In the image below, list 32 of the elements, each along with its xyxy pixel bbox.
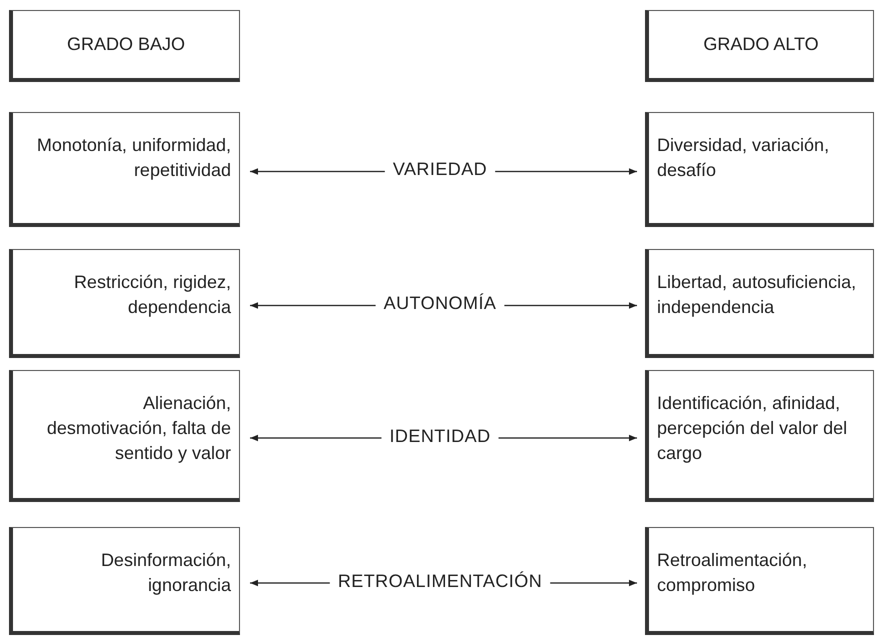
description-text: Retroalimentación, compromiso [657,549,808,598]
arrow [504,302,637,309]
description-text: Desinformación, ignorancia [100,549,231,598]
description-box [645,112,874,227]
arrow [495,168,637,175]
dimension-label: IDENTIDAD [389,424,491,448]
dimension-label: AUTONOMÍA [384,292,496,315]
description-box [645,249,874,358]
description-box [9,527,240,635]
description-text: Monotonía, uniformidad, repetitividad [36,134,231,182]
description-text: Diversidad, variación, desafío [657,134,830,182]
header-text: GRADO ALTO [702,32,820,56]
dimension-label: RETROALIMENTACIÓN [338,570,542,592]
description-text: Alienación, desmotivación, falta de sentido y valor [46,392,231,466]
arrow [250,168,385,175]
description-box [645,370,874,502]
dimension-label: VARIEDAD [392,158,488,181]
header-box [645,10,874,82]
header-text: GRADO BAJO [66,32,186,56]
description-text: Identificación, afinidad, percepción del valor del cargo [657,392,848,466]
arrow [498,434,637,442]
arrow [250,434,382,442]
description-box [645,527,874,635]
arrow [250,302,376,309]
description-text: Restricción, rigidez, dependencia [72,271,231,320]
description-box [9,370,240,502]
arrow [250,580,330,586]
description-text: Libertad, autosuficiencia, independencia [657,271,858,320]
arrow [550,580,637,586]
description-box [9,249,240,358]
header-box [9,10,240,82]
description-box [9,112,240,227]
